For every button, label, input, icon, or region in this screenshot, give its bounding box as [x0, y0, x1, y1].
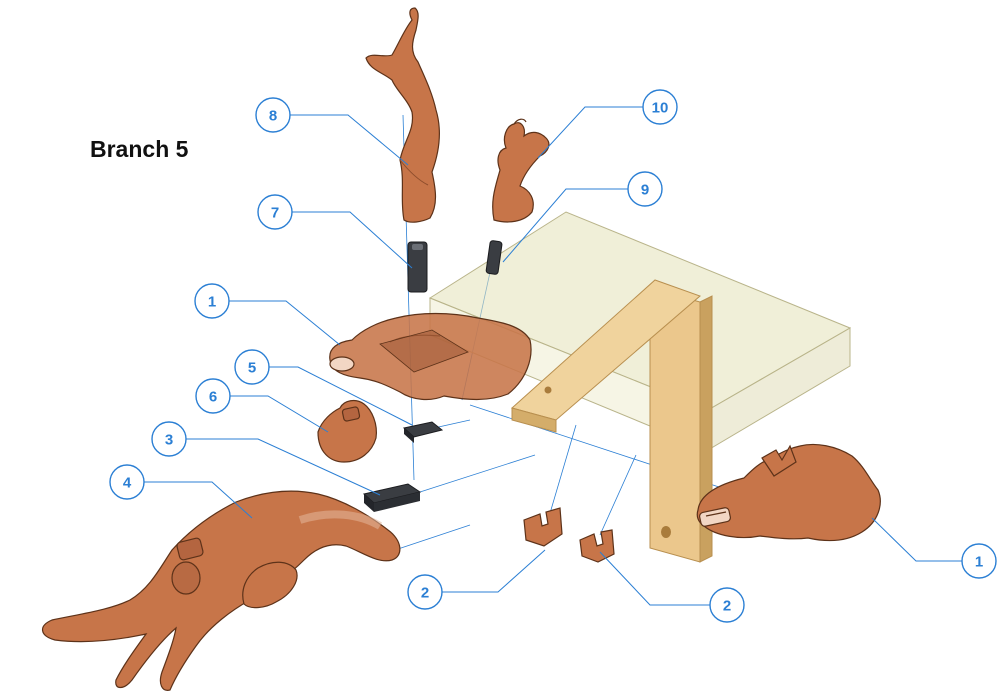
u-clip-2-right	[579, 529, 615, 563]
callout-2-right-number: 2	[723, 598, 731, 615]
u-clip-2-left	[523, 507, 563, 547]
callout-1-left: 1	[194, 283, 230, 319]
callout-4-number: 4	[123, 475, 132, 492]
callout-10-number: 10	[652, 100, 669, 117]
callout-3-number: 3	[165, 432, 173, 449]
callout-1-left-number: 1	[208, 294, 216, 311]
callouts: 8 10 7 9 1 5 6 3	[109, 89, 997, 623]
callout-7: 7	[257, 194, 293, 230]
driftwood-base-1-right	[696, 443, 881, 542]
callout-9-number: 9	[641, 182, 649, 199]
callout-2-left: 2	[407, 574, 443, 610]
callout-6: 6	[195, 378, 231, 414]
callout-1-right-number: 1	[975, 554, 983, 571]
diagram-title: Branch 5	[90, 136, 189, 162]
connector-pin-9	[485, 240, 503, 275]
callout-5: 5	[234, 349, 270, 385]
callout-6-number: 6	[209, 389, 217, 406]
callout-3: 3	[151, 421, 187, 457]
driftwood-branch-8	[365, 7, 441, 223]
callout-7-number: 7	[271, 205, 279, 222]
callout-2-left-number: 2	[421, 585, 429, 602]
bracket-screw-hole-top	[544, 386, 552, 394]
callout-2-right: 2	[709, 587, 745, 623]
callout-8-number: 8	[269, 108, 277, 125]
driftwood-piece-6	[317, 399, 377, 463]
bracket-horizontal-arm-front	[511, 407, 557, 433]
callout-10: 10	[642, 89, 678, 125]
connector-plate-3	[362, 483, 422, 512]
callout-5-number: 5	[248, 360, 256, 377]
callout-leader-lines	[144, 106, 962, 606]
callout-4: 4	[109, 464, 145, 500]
connector-pin-7	[407, 241, 428, 293]
bracket-screw-hole-post	[661, 526, 671, 538]
driftwood-branch-4	[42, 490, 401, 691]
driftwood-base-1-left	[329, 312, 532, 401]
callout-9: 9	[627, 171, 663, 207]
callout-1-right: 1	[961, 543, 997, 579]
connector-clip-5	[402, 421, 444, 443]
driftwood-piece-10	[492, 118, 550, 223]
callout-8: 8	[255, 97, 291, 133]
